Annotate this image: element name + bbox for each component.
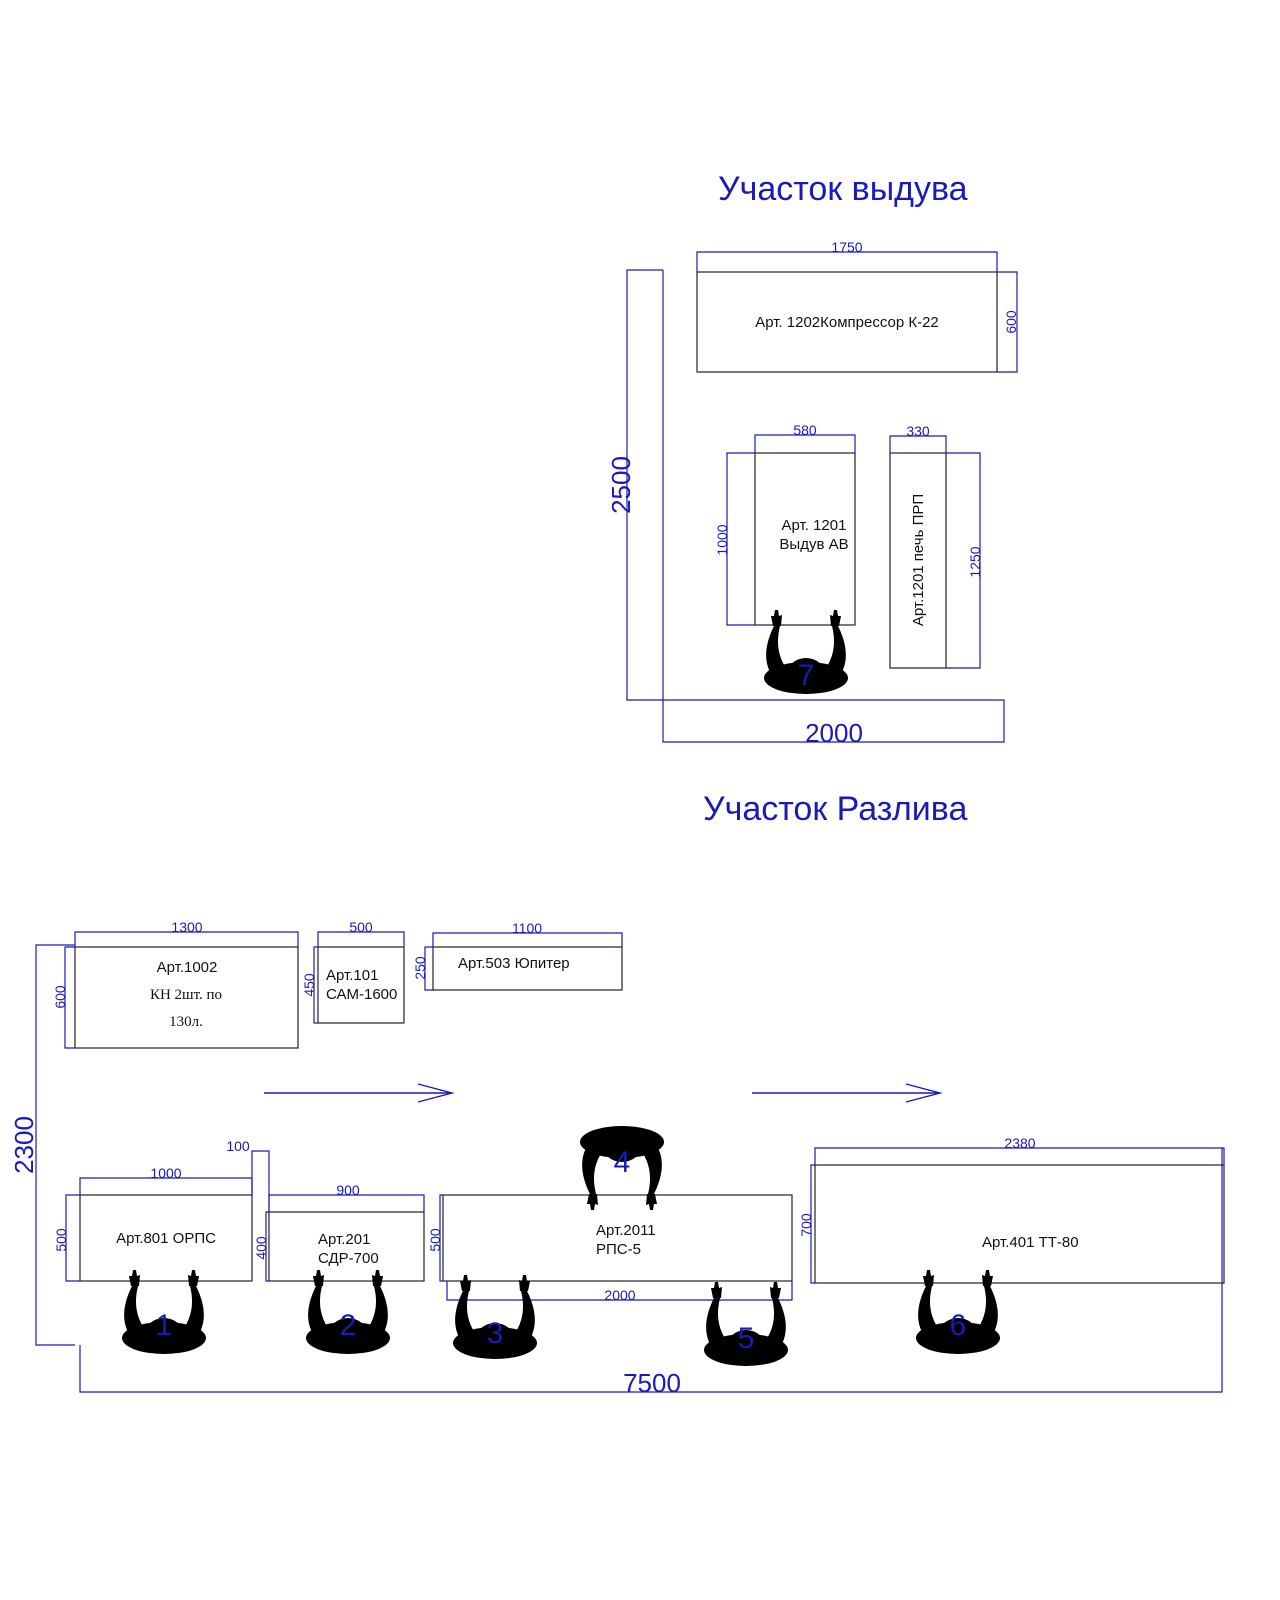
operator-4: 4 [580,1126,664,1210]
blow-height-dimension: 2500 [606,456,636,514]
cam-width-dimension: 500 [349,919,373,935]
sdr-height-dimension: 400 [253,1236,269,1260]
tank-kn-label-line3: 130л. [169,1014,203,1030]
blower-ab: Арт. 1201 Выдув АВ 580 1000 [714,422,856,626]
machine-tt-80: Арт.401 ТТ-80 2380 700 [798,1135,1225,1284]
cam-label-line1: Арт.101 [326,967,378,984]
blower-width-dimension: 580 [793,422,817,438]
jupiter-width-dimension: 1100 [512,920,542,936]
tank-kn-width-dimension: 1300 [171,919,202,935]
compressor-height-dimension: 600 [1003,310,1019,334]
machine-orps: Арт.801 ОРПС 1000 500 [53,1165,253,1282]
compressor-width-dimension: 1750 [831,239,862,255]
blow-section-title: Участок выдува [718,170,968,208]
machine-sdr-700: Арт.201 СДР-700 900 400 [253,1182,425,1282]
operator-7: 7 [764,610,848,694]
sdr-label-line1: Арт.201 [318,1231,370,1248]
tank-kn: Арт.1002 КН 2шт. по 130л. 1300 600 [52,919,299,1049]
compressor-label: Арт. 1202Компрессор К-22 [755,314,939,331]
sdr-width-dimension: 900 [336,1182,360,1198]
fill-section-title: Участок Разлива [703,790,967,828]
machine-rps-5: Арт.2011 РПС-5 2000 500 [427,1194,793,1303]
orps-width-dimension: 1000 [150,1165,181,1181]
operator-4-number: 4 [614,1146,631,1179]
rps-width-dimension: 2000 [604,1287,635,1303]
blow-area-dimensions: 2500 2000 [606,269,1005,748]
operator-2: 2 [306,1270,390,1354]
fill-area-dimensions: 2300 7500 [9,944,1223,1398]
flow-arrow-1 [264,1083,455,1103]
sdr-label-line2: СДР-700 [318,1250,379,1267]
oven-label: Арт.1201 печь ПРП [910,494,927,626]
orps-label: Арт.801 ОРПС [116,1230,216,1247]
machine-jupiter: Арт.503 Юпитер 1100 250 [412,920,623,991]
tank-kn-label-line1: Арт.1002 [157,959,218,976]
operator-6-number: 6 [950,1309,967,1342]
tank-kn-height-dimension: 600 [52,985,68,1009]
gap-dimension: 100 [226,1138,270,1212]
operator-3-number: 3 [487,1317,504,1350]
gap-dimension-text: 100 [226,1138,250,1154]
blower-label-line1: Арт. 1201 [782,517,847,534]
cam-height-dimension: 450 [301,973,317,997]
rps-label-line1: Арт.2011 [596,1222,656,1239]
operator-6: 6 [916,1270,1000,1354]
operator-5-number: 5 [738,1322,755,1355]
operator-1: 1 [122,1270,206,1354]
orps-height-dimension: 500 [53,1228,69,1252]
operator-2-number: 2 [340,1309,357,1342]
rps-height-dimension: 500 [427,1228,443,1252]
jupiter-height-dimension: 250 [412,956,428,980]
compressor-k22: Арт. 1202Компрессор К-22 1750 600 [696,239,1019,373]
oven-width-dimension: 330 [906,423,930,439]
operator-5: 5 [704,1282,788,1366]
machine-cam-1600: Арт.101 САМ-1600 500 450 [301,919,405,1024]
fill-width-dimension: 7500 [623,1368,681,1398]
blower-label-line2: Выдув АВ [779,536,848,553]
flow-arrow-2 [752,1083,943,1103]
jupiter-label: Арт.503 Юпитер [458,955,570,972]
operator-1-number: 1 [156,1309,173,1342]
rps-label-line2: РПС-5 [596,1241,641,1258]
operator-3: 3 [453,1275,537,1359]
tt-height-dimension: 700 [798,1213,814,1237]
tt-label: Арт.401 ТТ-80 [982,1234,1079,1251]
tank-kn-label-line2: КН 2шт. по [150,987,222,1003]
oven-prp: Арт.1201 печь ПРП 330 1250 [889,423,983,669]
fill-height-dimension: 2300 [9,1116,39,1174]
blower-height-dimension: 1000 [714,524,730,555]
blow-width-dimension: 2000 [805,718,863,748]
oven-height-dimension: 1250 [967,546,983,577]
operator-7-number: 7 [798,659,815,692]
tt-width-dimension: 2380 [1004,1135,1035,1151]
cam-label-line2: САМ-1600 [326,986,397,1003]
